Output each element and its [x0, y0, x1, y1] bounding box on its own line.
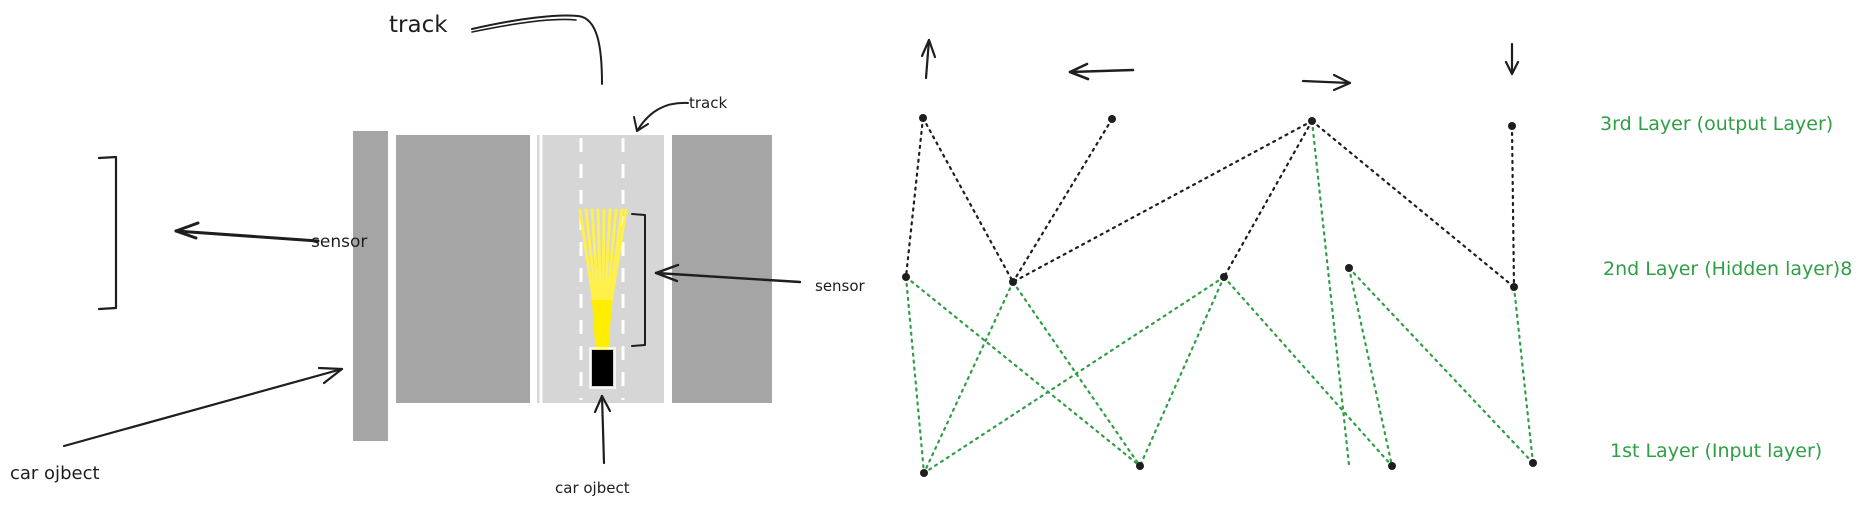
arrow-right-icon-head	[1332, 73, 1352, 92]
connection	[1222, 119, 1314, 279]
arrow-up-icon	[924, 38, 931, 80]
connection	[1510, 124, 1516, 289]
hidden-node	[1510, 283, 1518, 291]
car-body	[592, 350, 613, 386]
car-left-arrowhead	[317, 366, 344, 385]
input-connections	[904, 119, 1535, 475]
car-bottom-arrowhead	[593, 394, 612, 414]
sensor-right-arrow	[654, 271, 802, 284]
arrow-left-icon-head	[1068, 62, 1090, 81]
track-title-label: track	[389, 12, 448, 38]
track-callout-curve-shadow	[471, 18, 577, 33]
car-left-arrow	[62, 367, 344, 448]
track-small-arrow	[636, 101, 689, 132]
output-node	[1308, 117, 1316, 125]
sensor-left-arrow	[174, 229, 320, 243]
connection	[1347, 266, 1394, 468]
input-layer-label: 1st Layer (Input layer)	[1610, 440, 1822, 462]
connection	[1011, 117, 1114, 284]
connection	[904, 116, 925, 279]
input-node	[1388, 462, 1396, 470]
connection	[921, 116, 1015, 284]
sensor-core	[592, 300, 612, 358]
input-node	[1136, 462, 1144, 470]
left-barrier	[353, 131, 388, 441]
hidden-node	[1345, 264, 1353, 272]
left-bracket	[97, 155, 118, 311]
connection	[1138, 275, 1226, 468]
car-bottom-label: car ojbect	[555, 479, 630, 497]
car-bottom-arrow	[600, 394, 606, 465]
arrow-up-icon-head	[920, 38, 937, 59]
input-node	[920, 469, 928, 477]
sensor-bracket	[631, 213, 646, 347]
track-callout-curve	[471, 14, 603, 85]
connection	[922, 275, 1226, 475]
connection	[904, 275, 1142, 468]
connection	[904, 275, 926, 475]
output-layer-nodes	[919, 114, 1516, 130]
connection	[1222, 275, 1394, 468]
hidden-layer-label: 2nd Layer (Hidden layer)8	[1603, 258, 1852, 280]
hidden-layer-nodes	[902, 264, 1518, 291]
hidden-node	[1220, 273, 1228, 281]
connection	[1347, 266, 1535, 465]
input-layer-nodes	[920, 459, 1537, 477]
arrow-right-icon	[1301, 79, 1352, 85]
car-left-label: car ojbect	[10, 463, 100, 484]
output-layer-label: 3rd Layer (output Layer)	[1600, 113, 1833, 135]
sensor-left-arrowhead	[174, 221, 200, 240]
sensor-right-label: sensor	[815, 277, 866, 295]
road-left-block	[396, 135, 530, 403]
sensor-right-arrowhead	[654, 263, 680, 283]
direction-arrows	[920, 38, 1520, 92]
hidden-node	[902, 273, 910, 281]
car-outline	[589, 347, 616, 389]
connection	[1310, 119, 1351, 467]
connection	[1512, 285, 1535, 465]
road-right-block	[672, 135, 772, 403]
neural-network	[902, 38, 1537, 477]
connection	[1310, 119, 1516, 289]
track-illustration	[353, 131, 772, 441]
arrow-down-icon-head	[1504, 60, 1520, 76]
connection	[1011, 119, 1314, 284]
output-connections	[904, 116, 1516, 289]
arrow-left-icon	[1068, 68, 1135, 74]
connection	[922, 280, 1015, 475]
output-node	[1108, 115, 1116, 123]
sensor-left-label: sensor	[311, 232, 367, 252]
hidden-node	[1009, 278, 1017, 286]
track-small-label: track	[689, 94, 727, 112]
output-node	[1508, 122, 1516, 130]
output-node	[919, 114, 927, 122]
input-node	[1529, 459, 1537, 467]
track-small-arrowhead	[633, 116, 649, 132]
